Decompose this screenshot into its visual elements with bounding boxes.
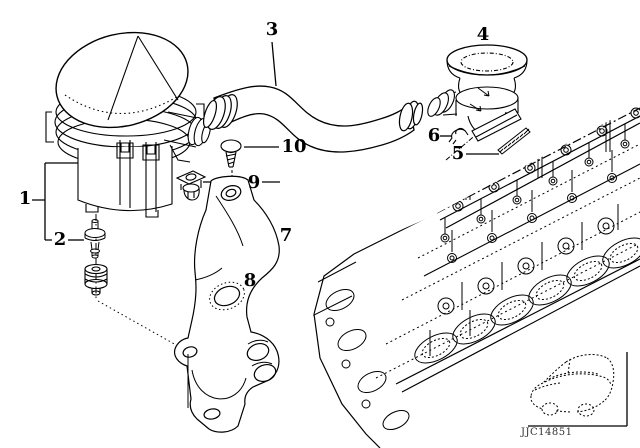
support-bracket-drawing[interactable] bbox=[173, 175, 280, 433]
callout-10[interactable]: 10 bbox=[281, 136, 307, 157]
callout-8[interactable]: 8 bbox=[243, 270, 257, 291]
mounting-bolt-drawing[interactable] bbox=[84, 219, 106, 259]
callout-3[interactable]: 3 bbox=[265, 19, 279, 40]
diagram-code: JJC14851 bbox=[521, 427, 573, 438]
metal-gasket-drawing[interactable] bbox=[497, 127, 531, 155]
cylinder-head-drawing bbox=[312, 104, 640, 448]
rubber-damper-drawing[interactable] bbox=[84, 263, 108, 296]
callout-5[interactable]: 5 bbox=[451, 143, 465, 164]
callout-9[interactable]: 9 bbox=[247, 172, 261, 193]
mounting-screw-drawing[interactable] bbox=[220, 139, 242, 168]
callout-1[interactable]: 1 bbox=[18, 188, 32, 209]
callout-4[interactable]: 4 bbox=[476, 24, 490, 45]
car-silhouette-icon bbox=[530, 354, 615, 417]
callout-6[interactable]: 6 bbox=[427, 125, 441, 146]
air-hose-drawing[interactable] bbox=[201, 85, 424, 153]
car-inset[interactable] bbox=[528, 352, 628, 427]
vacuum-valve-drawing[interactable] bbox=[425, 44, 528, 142]
hose-clamp-drawing[interactable] bbox=[448, 127, 469, 145]
callout-7[interactable]: 7 bbox=[279, 225, 293, 246]
air-pump-drawing[interactable] bbox=[45, 19, 212, 218]
expansion-nut-drawing[interactable] bbox=[175, 170, 207, 201]
callout-2[interactable]: 2 bbox=[53, 229, 67, 250]
